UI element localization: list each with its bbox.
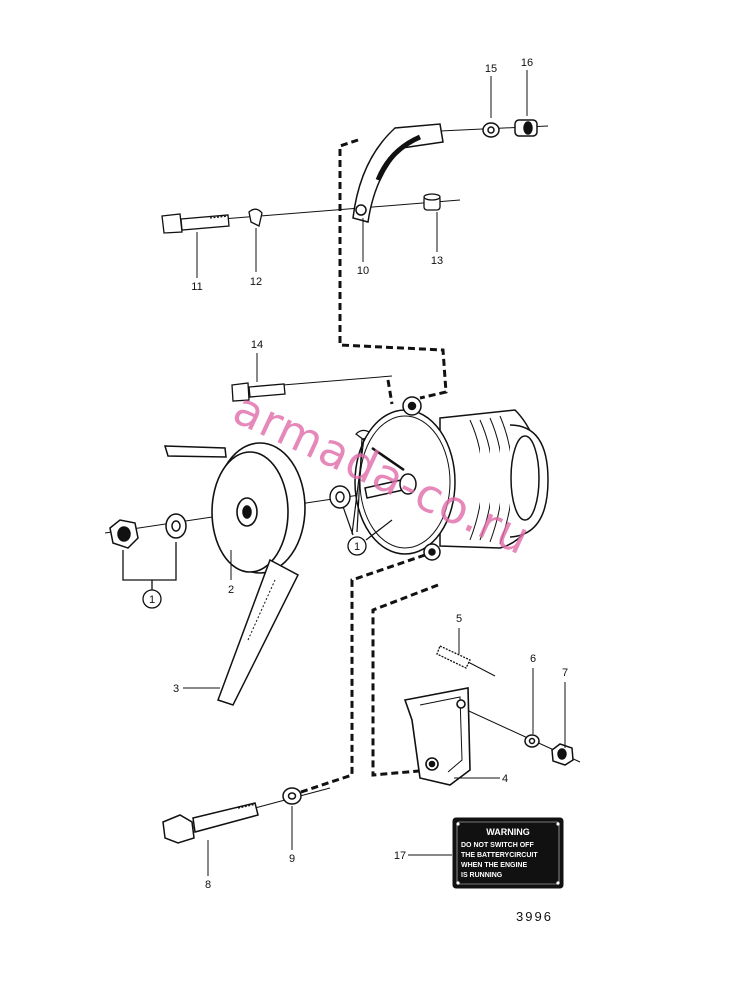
mounting-bracket	[403, 687, 471, 786]
callout-17: 17	[394, 850, 406, 862]
svg-text:1: 1	[354, 541, 360, 553]
warning-line-2: THE BATTERYCIRCUIT	[461, 852, 538, 859]
callout-15: 15	[485, 63, 497, 75]
pulley	[211, 442, 306, 574]
bolt-8	[162, 802, 259, 844]
callout-9: 9	[289, 853, 295, 865]
alternator	[354, 396, 549, 561]
ref-bracket	[122, 542, 177, 592]
ref-circle-center: 1	[347, 536, 367, 556]
spacer-sleeve	[423, 193, 441, 211]
warning-title: WARNING	[486, 827, 530, 837]
shaft-key	[339, 429, 393, 541]
stud-5	[436, 645, 471, 669]
callout-8: 8	[205, 879, 211, 891]
pulley-nut-and-washer	[109, 513, 187, 549]
callout-numbers: 15 16 11 12 10 13 14 2 3 5 6 7 4 8 9 17	[173, 57, 568, 891]
callout-16: 16	[521, 57, 533, 69]
lock-washer-12	[248, 208, 263, 227]
warning-line-3: WHEN THE ENGINE	[461, 862, 527, 869]
pulley-spacer	[329, 485, 351, 509]
callout-5: 5	[456, 613, 462, 625]
callout-2: 2	[228, 584, 234, 596]
assembly-dashed-lines	[291, 138, 448, 797]
warning-line-4: IS RUNNING	[461, 872, 503, 879]
callout-12: 12	[250, 276, 262, 288]
callout-3: 3	[173, 683, 179, 695]
callout-10: 10	[357, 265, 369, 277]
washer-and-nut-top	[482, 119, 538, 138]
svg-text:1: 1	[149, 594, 155, 606]
figure-number: 3996	[516, 909, 553, 924]
warning-plate: WARNING DO NOT SWITCH OFF THE BATTERYCIR…	[452, 817, 564, 889]
bolt-11	[161, 213, 230, 234]
callout-7: 7	[562, 667, 568, 679]
callout-6: 6	[530, 653, 536, 665]
washer-and-nut-lower	[524, 734, 574, 766]
bolt-14	[231, 382, 286, 402]
callout-leaders	[183, 70, 566, 876]
washer-9	[282, 787, 302, 805]
ref-circle-left: 1	[142, 589, 162, 609]
callout-13: 13	[431, 255, 443, 267]
warning-line-1: DO NOT SWITCH OFF	[461, 842, 534, 849]
fan-belt	[163, 445, 299, 706]
callout-4: 4	[502, 773, 508, 785]
callout-14: 14	[251, 339, 263, 351]
callout-11: 11	[191, 281, 202, 293]
curved-bracket	[352, 123, 444, 223]
